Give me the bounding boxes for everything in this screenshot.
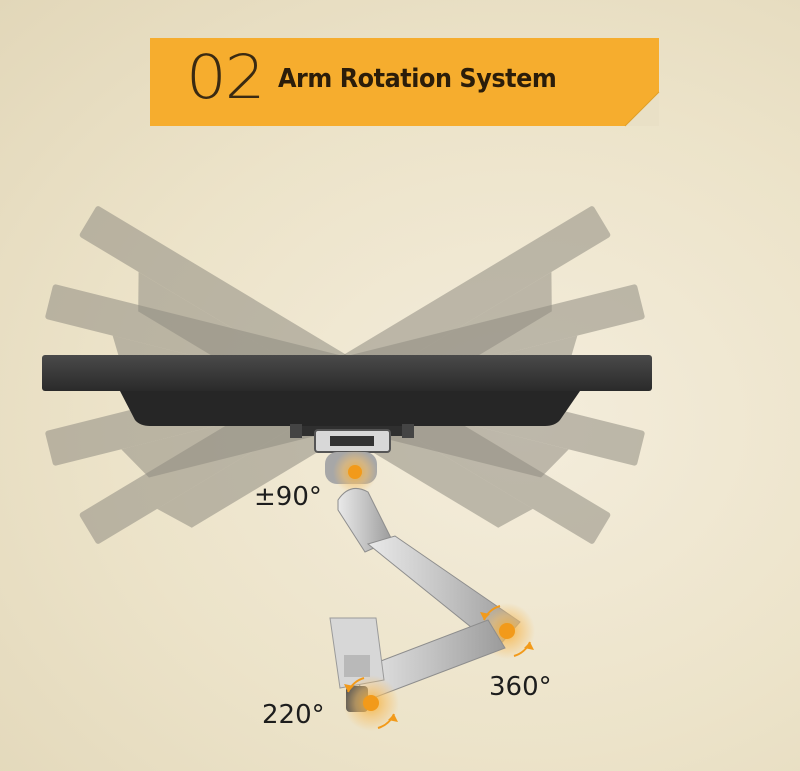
banner-shape xyxy=(150,38,660,127)
arm-joint-angle-label: 360° xyxy=(489,672,552,702)
section-title: Arm Rotation System xyxy=(278,64,557,94)
base-joint-marker xyxy=(343,675,399,731)
base-joint-angle-label: 220° xyxy=(262,700,325,730)
section-number: 02 xyxy=(186,42,265,114)
tilt-pivot-marker xyxy=(333,450,377,494)
tilt-angle-label: ±90° xyxy=(254,482,322,512)
header-banner: 02 Arm Rotation System xyxy=(0,0,800,140)
main-monitor xyxy=(42,355,652,426)
